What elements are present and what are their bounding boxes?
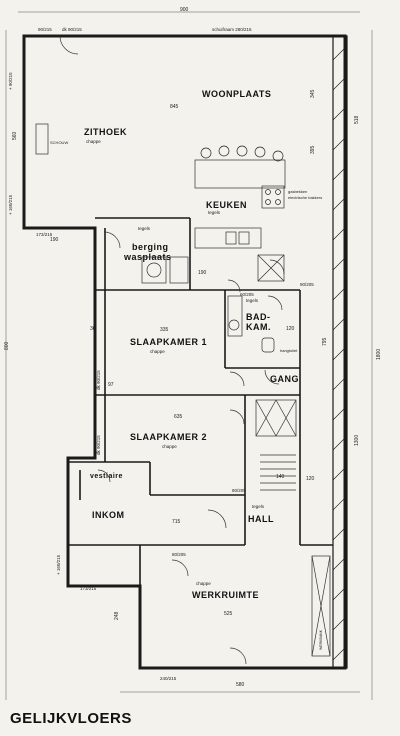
annotation-bedroom-window: dk 90/215 (96, 435, 101, 455)
dim-248: 248 (114, 611, 120, 620)
dim-715: 715 (172, 519, 181, 525)
annotation-bath-window: 90/205 (300, 282, 314, 287)
annotation-bath-door: 60/205 (240, 292, 254, 297)
room-label-slaapkamer-2: SLAAPKAMER 2 (130, 432, 207, 442)
dim-120-b: 120 (306, 476, 315, 482)
dim-345: 345 (310, 89, 316, 98)
dim-left-total: 800 (4, 341, 10, 350)
dim-335: 335 (160, 327, 169, 333)
dim-1300: 1300 (354, 435, 360, 446)
kitchen-cabinet (257, 254, 285, 282)
interior-walls (68, 217, 333, 586)
kitchen-sink-left (225, 231, 237, 245)
dim-395: 395 (310, 145, 316, 154)
door-swings (59, 35, 285, 665)
room-label-woonplaats: WOONPLAATS (202, 89, 271, 99)
washbasin (228, 319, 240, 331)
dim-518: 518 (354, 115, 360, 124)
dim-140: 140 (276, 474, 285, 480)
dim-overall-height-right: 1800 (376, 349, 382, 360)
annotation-hangtoilet: hangtoilet (280, 348, 298, 353)
kitchen-cabinet-cross-2 (257, 254, 285, 282)
dim-635: 635 (174, 414, 183, 420)
dim-190-b: 190 (198, 270, 207, 276)
room-label-zithoek: ZITHOEK (84, 127, 127, 137)
room-finish-werkruimte: chappe (196, 581, 211, 586)
closets (255, 399, 297, 437)
kitchen-sink-right (238, 231, 250, 245)
room-label-wasplaats: wasplaats (123, 252, 172, 262)
room-label-vestiaire: vestiaire (90, 473, 123, 480)
room-finish-berging: tegels (138, 226, 151, 231)
room-label-keuken: KEUKEN (206, 200, 247, 210)
kitchen-counter (194, 227, 262, 249)
dim-845: 845 (170, 104, 179, 110)
dim-97: 97 (108, 382, 114, 388)
workbench (311, 555, 331, 657)
kitchen-bar (194, 159, 286, 189)
room-label-berging: berging (132, 242, 169, 252)
dim-560: 560 (12, 131, 18, 140)
annotation-kitchen-window: dk 90/215 (96, 370, 101, 390)
annotation-schouw: SCHOUW (50, 140, 68, 145)
room-finish-zithoek: chappe (86, 139, 101, 144)
annotation-left-window-3: + 160/215 (56, 554, 61, 575)
dim-580: 580 (236, 682, 245, 688)
room-label-badkamer-1: BAD- (246, 312, 271, 322)
dim-190-a: 190 (50, 237, 59, 243)
sheet-title: GELIJKVLOERS (10, 710, 132, 727)
bar-stools (200, 145, 284, 162)
annotation-left-window-2: + 160/215 (8, 194, 13, 215)
dim-overall-width: 900 (180, 7, 189, 13)
cooktop (261, 185, 285, 209)
right-exterior-wall (332, 35, 348, 669)
workbench-diagonal-2 (311, 555, 331, 657)
hang-toilet (261, 337, 275, 353)
room-finish-slaapkamer-1: chappe (150, 349, 165, 354)
dim-525: 525 (224, 611, 233, 617)
annotation-hall-door: 80/205 (232, 488, 246, 493)
cooktop-burners (265, 189, 281, 205)
right-wall-hatching (332, 45, 348, 661)
room-finish-slaapkamer-2: chappe (162, 444, 177, 449)
annotation-schuifraam: schuifraam 280/215 (212, 27, 252, 32)
annotation-left-opening-1: 173/215 (36, 232, 53, 237)
annotation-gasbekken: gasbekken (288, 189, 307, 194)
hall-steps (260, 454, 296, 491)
dim-120-a: 120 (286, 326, 295, 332)
dim-795: 795 (322, 337, 328, 346)
annotation-bottom-opening: 240/215 (160, 676, 177, 681)
annotation-workbench: WERKBANK (319, 629, 323, 650)
annotation-left-window-1: + 90/215 (8, 72, 13, 90)
room-label-hall: HALL (248, 514, 274, 524)
washing-machine-drum (146, 262, 162, 278)
room-label-slaapkamer-1: SLAAPKAMER 1 (130, 337, 207, 347)
annotation-werk-door: 80/205 (172, 552, 186, 557)
exterior-wall (22, 34, 347, 670)
room-label-werkruimte: WERKRUIMTE (192, 590, 259, 600)
washing-machine (141, 256, 167, 284)
annotation-top-window: dk 90/215 (62, 27, 82, 32)
annotation-elektrische-bakken: electrische bakkers (288, 195, 322, 200)
room-finish-hall: tegels (252, 504, 265, 509)
fireplace (35, 123, 49, 155)
annotation-left-opening-2: 173/215 (80, 586, 97, 591)
dim-30: 30 (90, 326, 96, 332)
room-label-gang: GANG (270, 374, 299, 384)
room-finish-badkamer: tegels (246, 298, 259, 303)
room-label-inkom: INKOM (92, 510, 125, 520)
utility-sink (169, 256, 189, 284)
room-finish-keuken: tegels (208, 210, 221, 215)
annotation-top-door: 90/215 (38, 27, 52, 32)
bathtub (227, 295, 243, 337)
room-label-badkamer-2: KAM. (246, 322, 271, 332)
